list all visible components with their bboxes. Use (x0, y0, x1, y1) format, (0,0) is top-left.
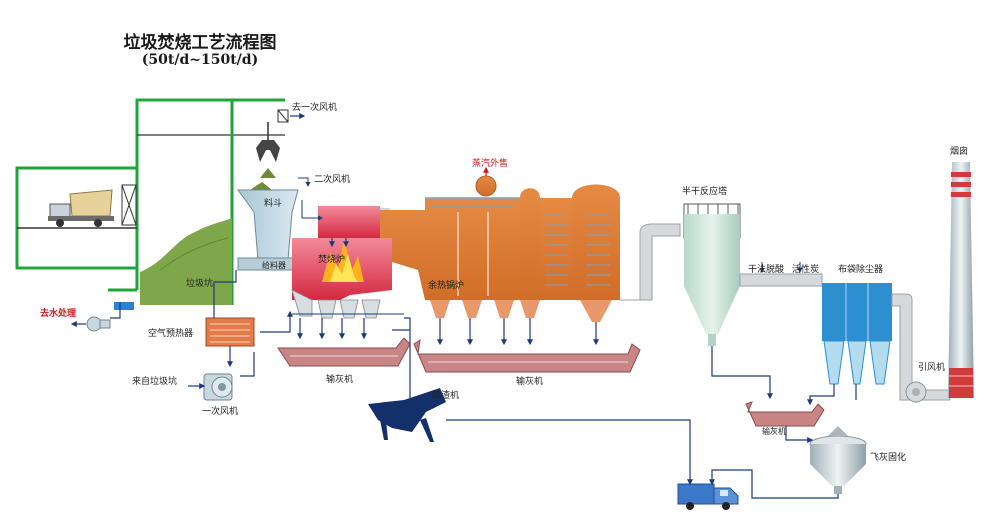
diagram-subtitle: (50t/d~150t/d) (141, 52, 259, 68)
air-preheater (205, 317, 255, 347)
label-induced-fan: 引风机 (918, 361, 945, 373)
grab-crane-icon (250, 122, 280, 190)
label-waste-pit: 垃圾坑 (186, 277, 213, 289)
fly-ash-silo (809, 426, 867, 494)
label-primary-fan-out: 去一次风机 (292, 101, 337, 113)
label-from-pit: 来自垃圾坑 (132, 375, 177, 387)
flue-duct-2 (739, 273, 823, 287)
label-ash-conveyor-2: 输灰机 (516, 375, 543, 387)
label-air-preheater: 空气预热器 (148, 327, 193, 339)
ash-conveyor-3 (745, 401, 825, 427)
label-semi-dry-tower: 半干反应塔 (682, 185, 727, 197)
economizer (520, 184, 620, 322)
ash-truck-icon (677, 483, 739, 510)
ash-conveyor-2 (413, 338, 641, 373)
process-pipes (70, 113, 857, 499)
flue-duct-1 (620, 223, 681, 301)
semi-dry-tower (683, 203, 741, 346)
label-hopper: 料斗 (264, 197, 282, 209)
slag-remover (368, 388, 446, 442)
label-feeder: 给料器 (262, 260, 286, 270)
primary-fan-icon (203, 373, 233, 401)
label-water-treatment: 去水处理 (40, 307, 76, 319)
label-steam-export: 蒸汽外售 (472, 157, 508, 169)
label-waste-heat-boiler: 余热锅炉 (428, 279, 464, 291)
label-bag-filter: 布袋除尘器 (838, 263, 883, 275)
ash-conveyor-1 (277, 337, 411, 367)
diagram-title: 垃圾焚烧工艺流程图 (123, 33, 277, 53)
water-pump-icon (86, 316, 111, 332)
label-primary-fan: 一次风机 (202, 405, 238, 417)
label-activated-carbon: 活性炭 (792, 263, 819, 275)
leachate-tank (114, 302, 134, 310)
label-ash-conveyor-3: 输灰机 (762, 426, 786, 436)
waste-pile (140, 218, 232, 305)
flue-duct-3 (891, 293, 951, 401)
label-secondary-fan: 二次风机 (314, 173, 350, 185)
label-chimney: 烟囱 (950, 145, 968, 157)
label-incinerator: 焚烧炉 (318, 253, 345, 265)
induced-fan-icon (905, 381, 927, 403)
dump-truck-icon (48, 189, 114, 227)
waste-heat-boiler (380, 175, 520, 318)
label-fly-ash-solidify: 飞灰固化 (870, 451, 906, 463)
bag-filter (822, 283, 892, 385)
chimney (948, 162, 974, 398)
incinerator (291, 206, 392, 319)
label-ash-conveyor-1: 输灰机 (326, 373, 353, 385)
label-dry-deacid: 干法脱酸 (748, 263, 784, 275)
label-slag-remover: 除渣机 (432, 389, 459, 401)
